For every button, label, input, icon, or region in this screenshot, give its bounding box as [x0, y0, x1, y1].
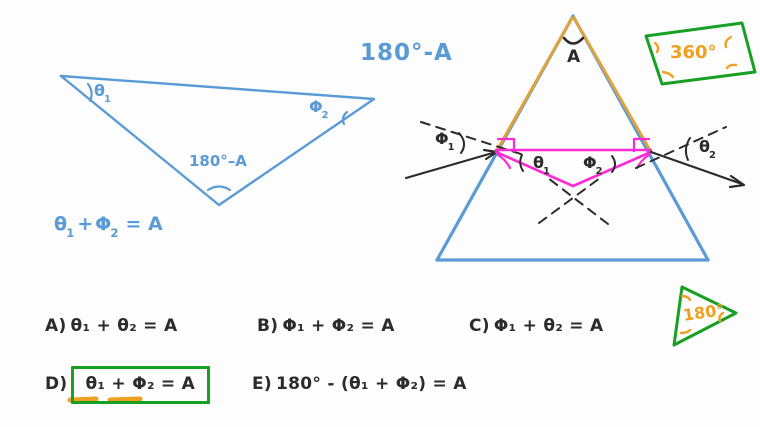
left-triangle — [59, 74, 376, 207]
answer-option-c[interactable]: C)Φ₁ + θ₂ = A — [469, 316, 604, 336]
answer-option-c-text: Φ₁ + θ₂ = A — [493, 316, 604, 336]
answer-option-b-key: B) — [257, 316, 279, 336]
quad-360-text: 360° — [670, 42, 717, 63]
apex-angle-arc — [562, 36, 585, 45]
phi1-angle-arc — [458, 132, 465, 154]
phi1-label: Φ1 — [435, 129, 456, 154]
answer-option-e-key: E) — [252, 374, 272, 394]
answer-option-d-text: θ₁ + Φ₂ = A — [85, 374, 196, 394]
left-triangle-angle-arcs — [86, 82, 349, 192]
answer-option-e-text: 180° - (θ₁ + Φ₂) = A — [275, 374, 467, 394]
answer-option-b-text: Φ₁ + Φ₂ = A — [282, 316, 395, 336]
answer-option-a[interactable]: A)θ₁ + θ₂ = A — [45, 316, 177, 336]
bottom-normals-dashed — [538, 177, 609, 225]
inner-phi2-label: Φ2 — [583, 153, 604, 178]
answer-option-a-key: A) — [45, 316, 67, 336]
theta1-subscript: 1 — [104, 94, 111, 106]
prism-apex-angle-label: A — [567, 47, 581, 67]
left-triangle-bottom-angle-label: 180°–A — [189, 152, 247, 170]
internal-ray-path — [494, 137, 653, 188]
right-normal-dashed — [635, 126, 727, 169]
answer-underline-marks — [67, 396, 143, 403]
inner-theta1-subscript: 1 — [543, 166, 550, 178]
answer-option-d[interactable]: D) θ₁ + Φ₂ = A — [45, 374, 195, 394]
left-normal-dashed — [420, 121, 525, 156]
eq-theta-sub: 1 — [66, 225, 75, 240]
phi1-subscript: 1 — [447, 142, 455, 154]
theta1-symbol: θ — [94, 81, 105, 100]
inner-angle-arcs — [519, 154, 616, 173]
selected-answer-highlight-box — [71, 366, 210, 404]
inner-theta1-symbol: θ — [533, 153, 544, 172]
answer-option-b[interactable]: B)Φ₁ + Φ₂ = A — [257, 316, 395, 336]
theta2-symbol: θ — [699, 137, 710, 156]
inner-phi2-subscript: 2 — [595, 166, 603, 178]
eq-rhs: = A — [125, 213, 163, 235]
eq-theta: θ — [54, 213, 68, 235]
left-triangle-phi2-label: Φ2 — [309, 97, 330, 122]
eq-phi-sub: 2 — [110, 225, 119, 240]
theta2-subscript: 2 — [709, 150, 716, 162]
phi2-symbol: Φ — [309, 97, 323, 116]
answer-option-c-key: C) — [469, 316, 490, 336]
tri-180-outline — [672, 285, 738, 347]
quad-360-outline — [644, 21, 757, 86]
eq-phi: Φ — [95, 213, 112, 235]
inner-phi2-symbol: Φ — [583, 153, 597, 172]
answer-option-a-text: θ₁ + θ₂ = A — [70, 316, 178, 336]
answer-option-e[interactable]: E)180° - (θ₁ + Φ₂) = A — [252, 374, 467, 394]
phi2-subscript: 2 — [321, 110, 329, 122]
answer-option-d-key: D) — [45, 374, 68, 394]
one-eighty-minus-a-label: 180°-A — [360, 40, 453, 66]
prism-refracting-faces — [494, 16, 653, 154]
emergent-ray — [649, 150, 746, 189]
left-triangle-theta1-label: θ1 — [94, 81, 112, 106]
left-triangle-equation: θ1+Φ2 = A — [54, 213, 163, 240]
inner-theta1-label: θ1 — [533, 153, 551, 178]
theta2-label: θ2 — [699, 137, 717, 162]
phi1-symbol: Φ — [435, 129, 449, 148]
theta2-angle-arc — [684, 137, 691, 161]
eq-plus: + — [77, 213, 94, 235]
